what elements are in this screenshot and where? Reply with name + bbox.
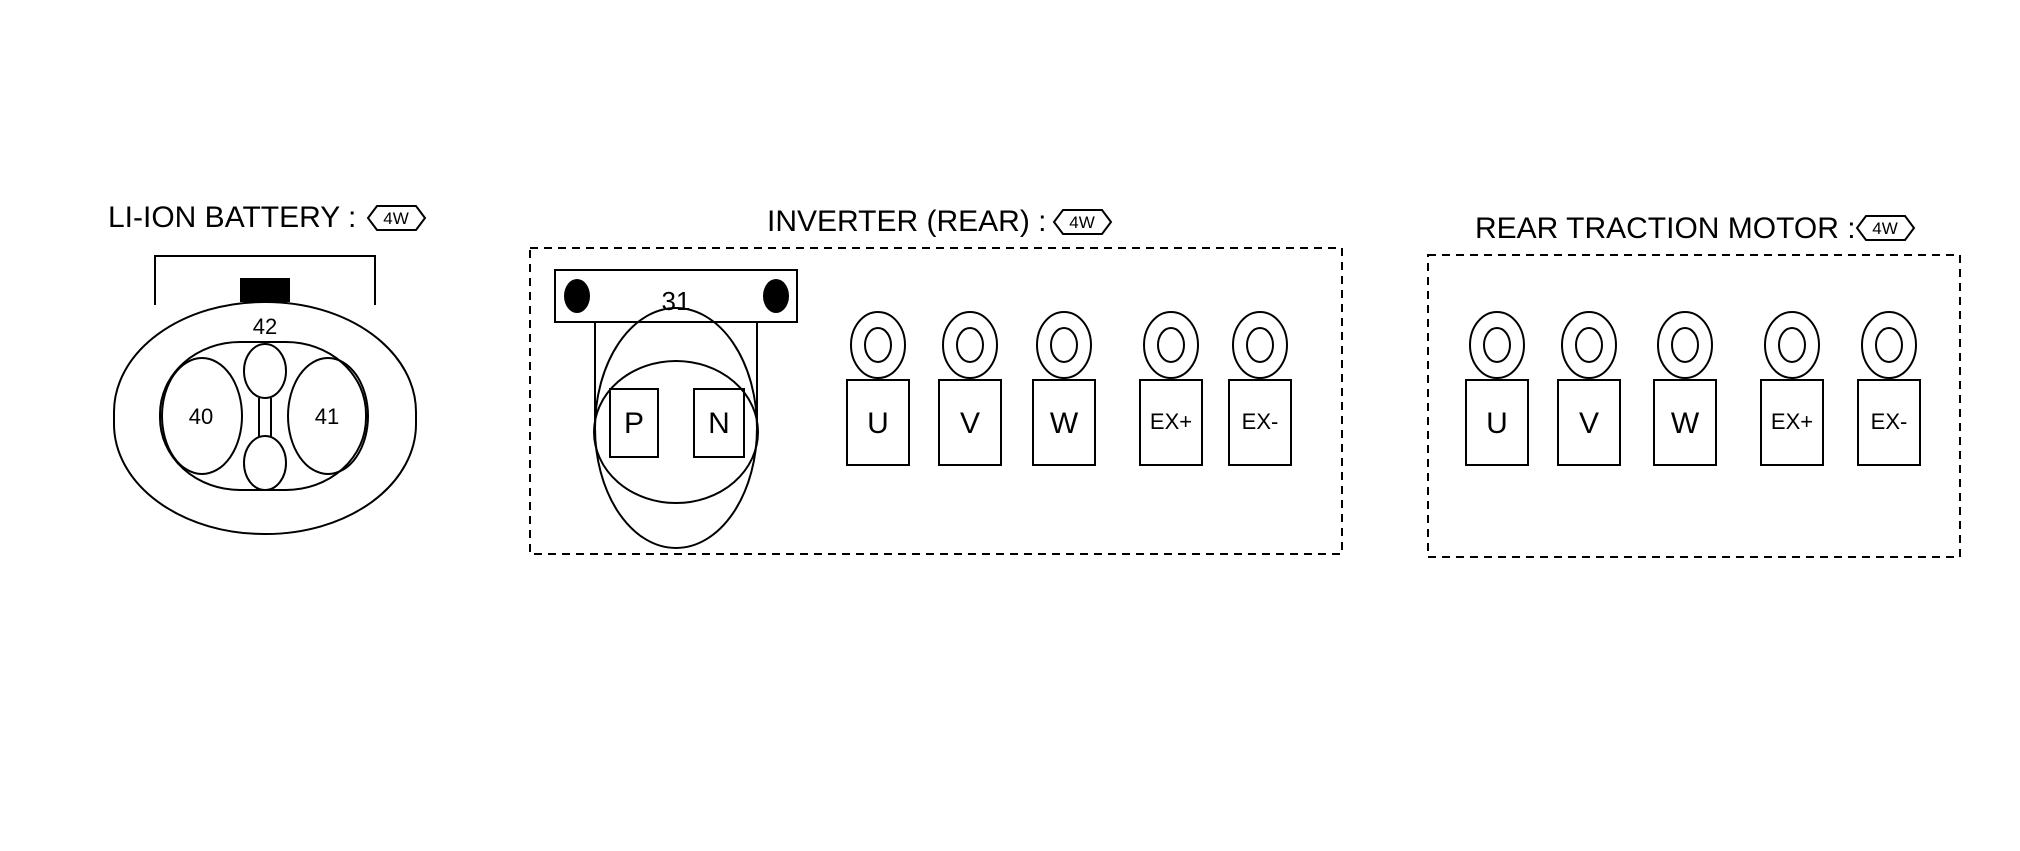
motor-terminal-u: U [1465,311,1529,466]
motor-terminal-w-label: W [1671,407,1700,440]
motor-boundary [1427,254,1961,558]
inverter-tag-label: 4W [1069,213,1095,232]
inverter-4w-tag: 4W [1052,209,1113,235]
motor-terminal-u-body [1465,379,1529,466]
inverter-terminal-ex-plus: EX+ [1139,311,1203,466]
inverter-pin-p [609,388,659,458]
inverter-pin-p-label: P [624,407,644,440]
inverter-terminal-ex-minus-ring [1232,311,1288,379]
inverter-terminal-ex-plus-ring [1143,311,1199,379]
motor-terminal-ex-minus-body [1857,379,1921,466]
inverter-connector-oval [594,307,758,549]
battery-pin-42-label: 42 [253,314,277,339]
battery-4w-tag: 4W [366,205,427,231]
motor-title: REAR TRACTION MOTOR : [1475,212,1856,245]
inverter-pin-n-label: N [708,407,730,440]
inverter-terminal-v-label: V [960,407,980,440]
inverter-terminal-w-ring [1036,311,1092,379]
battery-connector-group: LI-ION BATTERY : 4W 42 40 41 [108,201,427,535]
inverter-connector-flange [554,269,798,323]
inverter-terminal-ex-plus-label: EX+ [1150,409,1192,434]
inverter-pin-n [693,388,745,458]
motor-terminal-ex-minus-ring [1861,311,1917,379]
inverter-terminal-u-body [846,379,910,466]
motor-terminal-w-ring [1657,311,1713,379]
inverter-terminal-v: V [938,311,1002,466]
battery-tag-label: 4W [383,209,409,228]
inverter-terminal-u-ring [850,311,906,379]
inverter-terminal-v-ring [942,311,998,379]
inverter-connector-inner [593,360,759,504]
motor-terminal-u-ring [1469,311,1525,379]
battery-pin-41 [287,357,369,475]
motor-terminal-v-ring [1561,311,1617,379]
motor-terminal-ex-plus-body [1760,379,1824,466]
inverter-terminal-v-body [938,379,1002,466]
motor-terminal-ex-minus: EX- [1857,311,1921,466]
inverter-terminal-w: W [1032,311,1096,466]
inverter-title: INVERTER (REAR) : [767,205,1046,238]
inverter-terminal-ex-minus-label: EX- [1242,409,1279,434]
motor-terminal-ex-plus-label: EX+ [1771,409,1813,434]
inverter-terminal-ex-minus-body [1228,379,1292,466]
motor-tag-label: 4W [1872,219,1898,238]
inverter-mount-hole-left [564,279,590,313]
motor-terminal-ex-minus-label: EX- [1871,409,1908,434]
battery-pin-41-label: 41 [315,404,339,429]
battery-housing-back [154,255,376,305]
motor-terminal-w-body [1653,379,1717,466]
motor-terminal-w: W [1653,311,1717,466]
inverter-terminal-w-body [1032,379,1096,466]
battery-pin-40 [161,357,243,475]
inverter-mount-hole-right [763,279,789,313]
battery-latch [240,278,290,302]
inverter-connector-number: 31 [662,286,691,316]
inverter-terminal-w-label: W [1050,407,1079,440]
inverter-group: INVERTER (REAR) : 4W 31 P N U [529,205,1343,555]
motor-group: REAR TRACTION MOTOR : 4W U V W [1427,212,1961,558]
motor-terminal-v: V [1557,311,1621,466]
motor-terminal-ex-plus: EX+ [1760,311,1824,466]
inverter-terminal-u-label: U [867,407,889,440]
inverter-terminal-u: U [846,311,910,466]
inverter-pn-connector: 31 P N [554,269,798,549]
battery-pin-40-label: 40 [189,404,213,429]
motor-terminal-v-label: V [1579,407,1599,440]
battery-pin-lower [243,435,287,491]
inverter-terminal-ex-plus-body [1139,379,1203,466]
motor-4w-tag: 4W [1855,215,1916,241]
motor-terminal-v-body [1557,379,1621,466]
motor-terminal-ex-plus-ring [1764,311,1820,379]
battery-pin-42 [243,343,287,399]
inverter-terminal-ex-minus: EX- [1228,311,1292,466]
battery-title: LI-ION BATTERY : [108,201,356,234]
battery-connector-body [113,301,417,535]
motor-terminal-u-label: U [1486,407,1508,440]
inverter-boundary [529,247,1343,555]
